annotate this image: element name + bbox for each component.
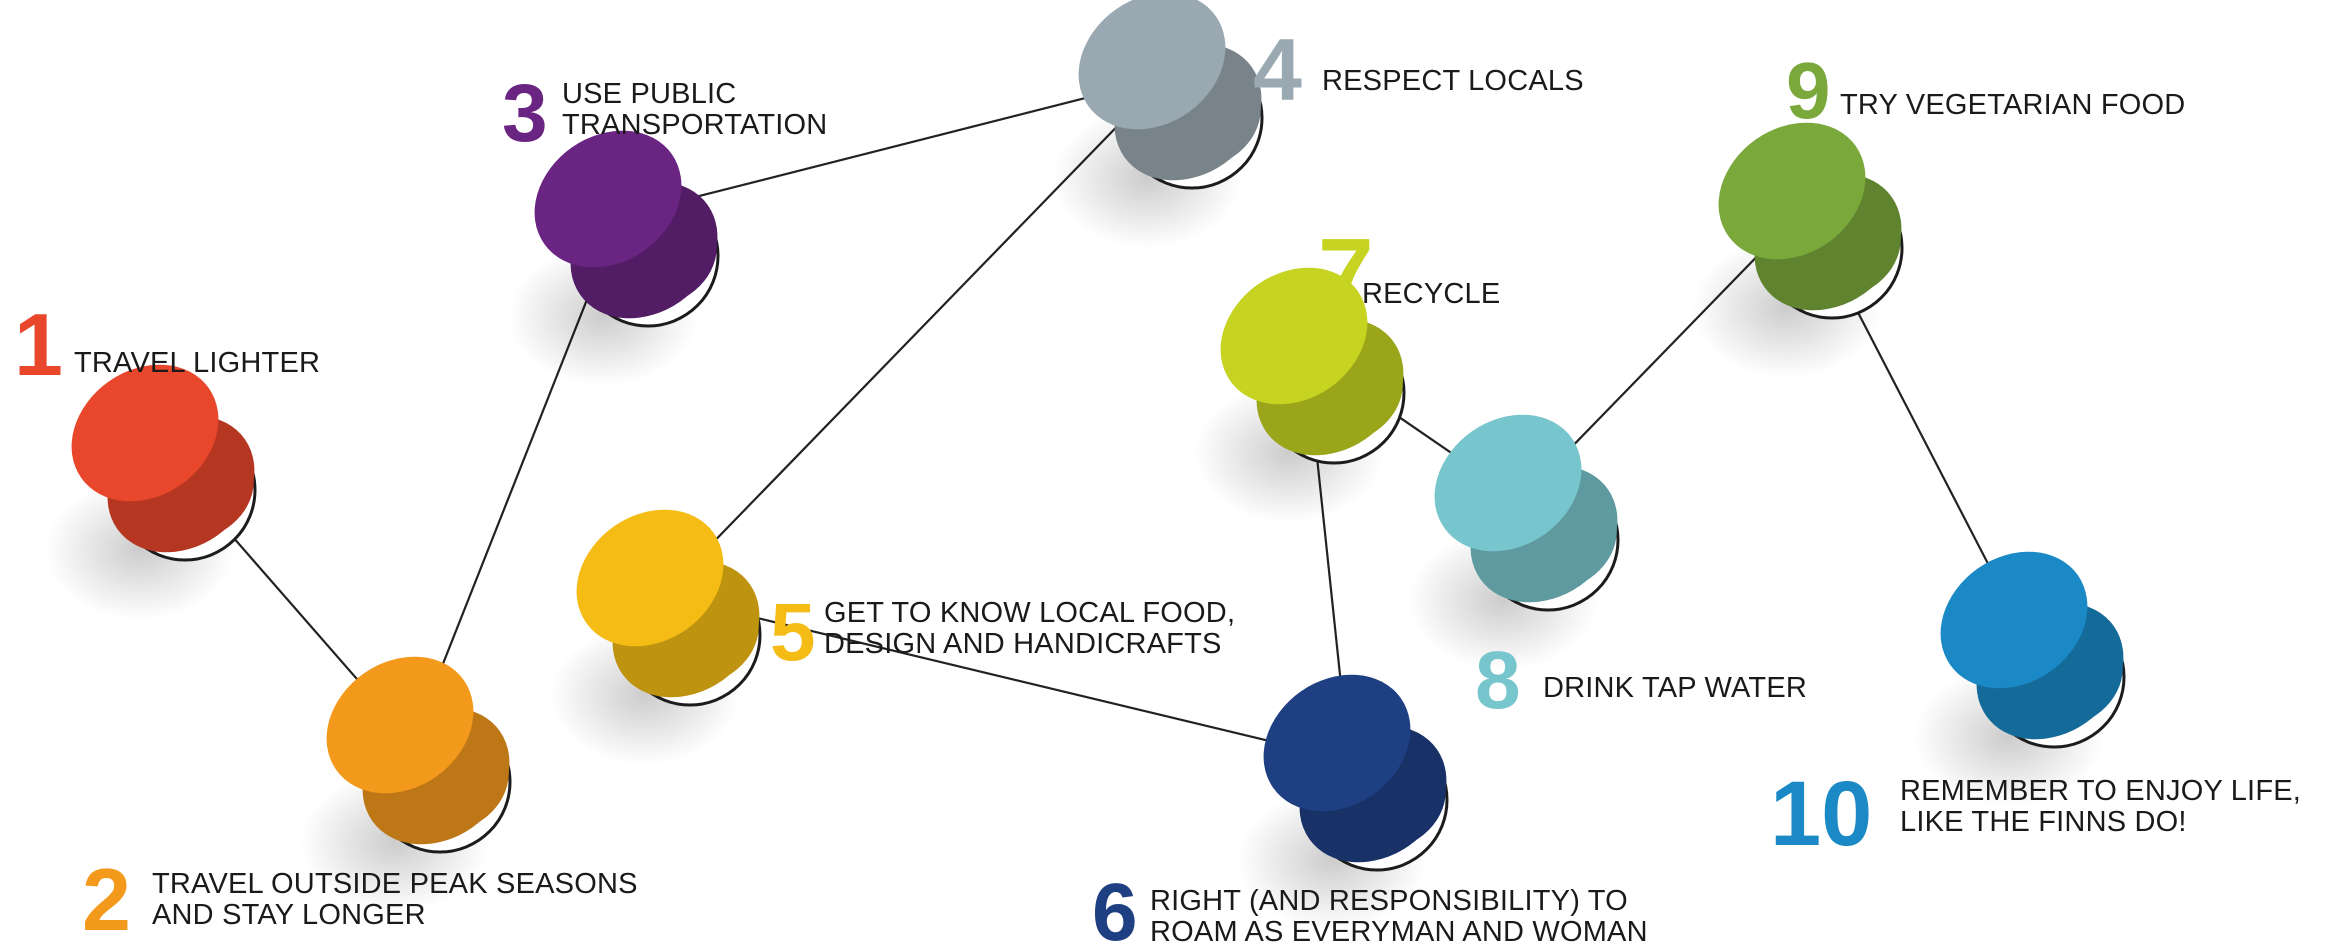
step-number-n5: 5 <box>770 587 816 678</box>
peg-top <box>1434 414 1582 552</box>
peg-top <box>1718 122 1866 260</box>
step-label-n5-line-2: DESIGN AND HANDICRAFTS <box>824 628 1222 660</box>
peg-n3 <box>508 130 720 386</box>
step-label-n4-line-1: RESPECT LOCALS <box>1322 65 1584 97</box>
peg-n10 <box>1914 551 2126 807</box>
step-label-n7-line-1: RECYCLE <box>1362 278 1500 310</box>
connector-n5-n6 <box>661 594 1350 762</box>
step-label-n1-line-1: TRAVEL LIGHTER <box>74 347 320 379</box>
peg-n9 <box>1692 122 1904 378</box>
peg-n8 <box>1408 414 1620 670</box>
step-number-n6: 6 <box>1092 867 1138 949</box>
tip-nodes <box>45 0 2126 930</box>
connector-n3-n4 <box>619 77 1165 218</box>
step-label-n3-line-2: TRANSPORTATION <box>562 109 827 141</box>
step-number-n7: 7 <box>1318 218 1374 330</box>
peg-n4 <box>1052 0 1264 248</box>
step-label-n9-line-1: TRY VEGETARIAN FOOD <box>1840 89 2185 121</box>
peg-top <box>71 364 219 502</box>
peg-n2 <box>300 656 512 912</box>
step-number-n10: 10 <box>1770 763 1872 865</box>
step-label-n6-line-1: RIGHT (AND RESPONSIBILITY) TO <box>1150 885 1628 917</box>
peg-n5 <box>550 509 762 765</box>
step-number-n9: 9 <box>1786 46 1831 135</box>
step-number-n4: 4 <box>1253 20 1302 119</box>
step-label-n10-line-2: LIKE THE FINNS DO! <box>1900 806 2187 838</box>
step-label-n2-line-1: TRAVEL OUTSIDE PEAK SEASONS <box>152 868 638 900</box>
step-number-n3: 3 <box>502 68 548 159</box>
peg-top <box>534 130 682 268</box>
peg-top <box>326 656 474 794</box>
step-label-n5-line-1: GET TO KNOW LOCAL FOOD, <box>824 597 1235 629</box>
step-label-n2-line-2: AND STAY LONGER <box>152 899 426 931</box>
peg-top <box>1940 551 2088 689</box>
step-label-n8-line-1: DRINK TAP WATER <box>1543 672 1807 704</box>
peg-top <box>576 509 724 647</box>
step-label-n3-line-1: USE PUBLIC <box>562 78 736 110</box>
peg-n7 <box>1194 267 1406 523</box>
step-number-n1: 1 <box>14 295 63 394</box>
peg-top <box>1263 674 1411 812</box>
peg-n6 <box>1237 674 1449 930</box>
step-label-n6-line-2: ROAM AS EVERYMAN AND WOMAN <box>1150 916 1648 948</box>
step-number-n2: 2 <box>82 850 131 949</box>
step-label-n10-line-1: REMEMBER TO ENJOY LIFE, <box>1900 775 2301 807</box>
step-number-n8: 8 <box>1475 635 1521 726</box>
peg-top <box>1078 0 1226 130</box>
peg-n1 <box>45 364 257 620</box>
peg-top <box>1220 267 1368 405</box>
